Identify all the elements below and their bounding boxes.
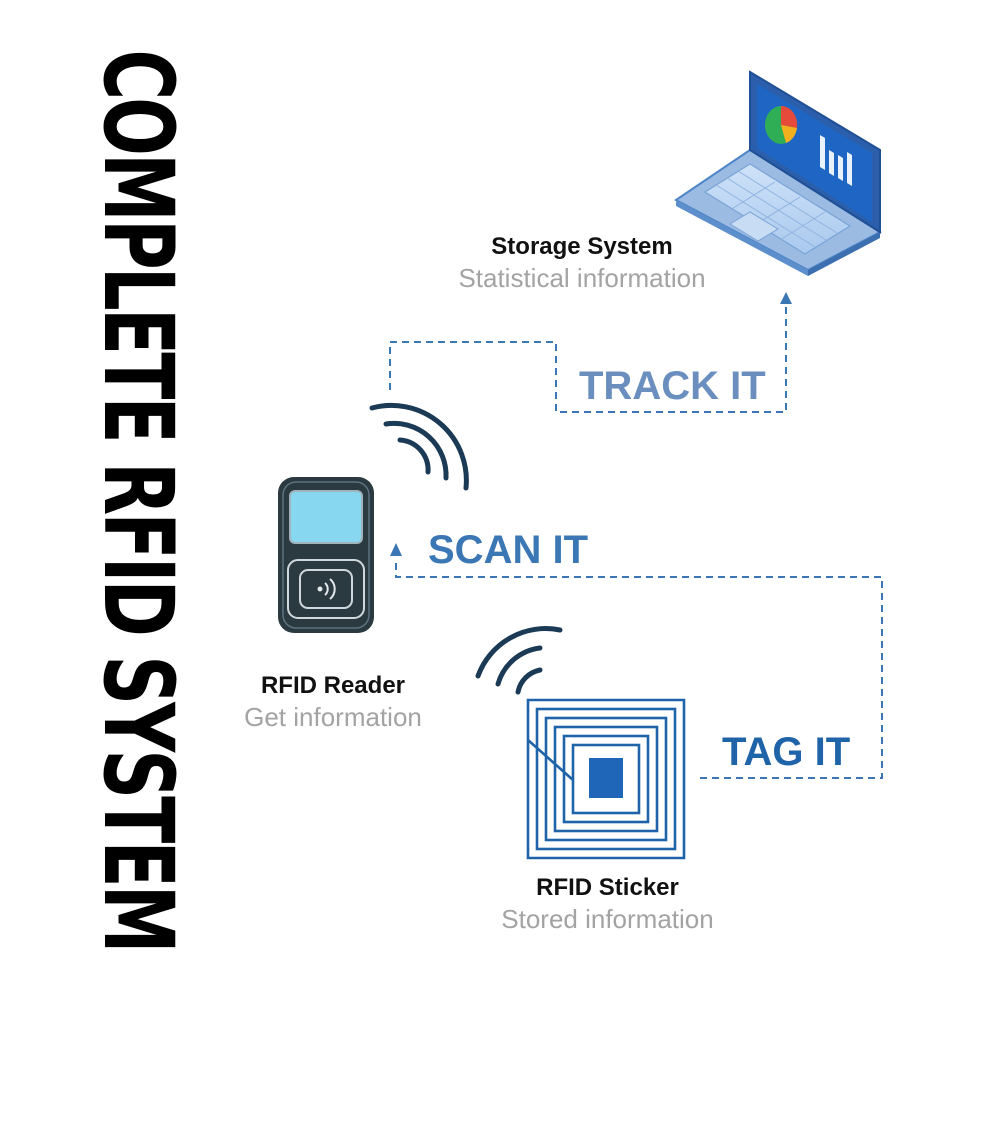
rfid-sticker-icon <box>526 698 686 860</box>
storage-system-label: Storage System Statistical information <box>432 232 732 294</box>
rfid-sticker-name: RFID Sticker <box>536 874 679 901</box>
track-connector <box>389 305 787 413</box>
rfid-reader-label: RFID Reader Get information <box>198 671 468 733</box>
reader-signal-icon <box>369 402 469 491</box>
step-tag: TAG IT <box>722 730 851 774</box>
scan-arrowhead <box>390 543 402 556</box>
rfid-sticker-description: Stored information <box>501 904 714 934</box>
step-track: TRACK IT <box>579 364 766 408</box>
rfid-reader-name: RFID Reader <box>260 672 406 699</box>
scan-connector <box>395 560 883 779</box>
laptop-icon <box>674 70 882 276</box>
rfid-sticker-label: RFID Sticker Stored information <box>470 873 745 935</box>
rfid-reader-icon <box>278 477 374 633</box>
track-arrowhead <box>780 292 792 304</box>
storage-system-name: Storage System <box>491 233 673 260</box>
sticker-signal-icon <box>475 626 563 695</box>
step-scan: SCAN IT <box>428 528 588 572</box>
storage-system-description: Statistical information <box>458 263 706 293</box>
diagram-graphics <box>278 70 883 860</box>
rfid-reader-description: Get information <box>244 702 422 732</box>
